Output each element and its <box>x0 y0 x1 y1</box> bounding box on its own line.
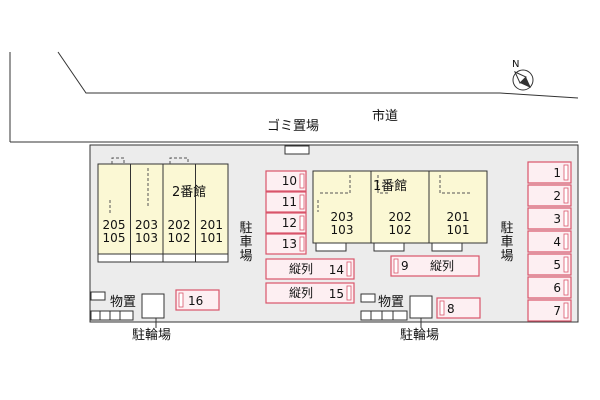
slot-16-num: 16 <box>188 294 204 308</box>
parking-slot-13 <box>265 233 307 255</box>
slot-5-num: 5 <box>553 258 561 272</box>
parking-slot-15 <box>265 282 355 304</box>
parking-marker <box>346 261 352 277</box>
parking-slot-8 <box>436 297 481 319</box>
parking-marker <box>299 194 305 210</box>
unit-number: 103 <box>330 223 354 237</box>
slot-8-num: 8 <box>447 302 455 316</box>
unit-number: 202 <box>167 218 191 232</box>
parking-marker <box>299 236 305 252</box>
tandem-label: 縦列 <box>289 286 314 300</box>
parking-slot-10 <box>265 170 307 192</box>
garbage-label: ゴミ置場 <box>267 119 320 134</box>
parking-marker <box>563 210 569 227</box>
parking-slot-1 <box>527 161 572 184</box>
unit-number: 101 <box>200 231 223 245</box>
city-road <box>9 51 579 143</box>
unit-number: 105 <box>102 231 126 245</box>
parking-marker <box>563 233 569 250</box>
slot-11-num: 11 <box>281 195 297 209</box>
unit-number: 101 <box>446 223 470 237</box>
parking-slot-9 <box>390 255 480 277</box>
building-2 <box>97 157 229 263</box>
unit-number: 202 <box>388 210 412 224</box>
bike-right-label: 駐輪場 <box>400 328 440 343</box>
parking-slot-16 <box>175 289 220 311</box>
parking-slot-6 <box>527 276 572 299</box>
unit-number: 201 <box>446 210 470 224</box>
parking-marker <box>563 187 569 204</box>
slot-14-num: 14 <box>328 263 344 277</box>
unit-number: 203 <box>135 218 158 232</box>
parking-marker <box>299 173 305 189</box>
bike-left-label: 駐輪場 <box>132 328 172 343</box>
parking-tandem <box>265 258 355 304</box>
slot-9-num: 9 <box>401 259 409 273</box>
storage-right <box>360 293 433 321</box>
parking-slot-12 <box>265 212 307 234</box>
unit-number: 203 <box>330 210 354 224</box>
slot-7-num: 7 <box>553 304 561 318</box>
parking-marker <box>346 285 352 301</box>
parking-slot-3 <box>527 207 572 230</box>
storage-left <box>90 291 165 321</box>
garbage-area <box>284 145 310 155</box>
parking-left-column <box>265 170 307 255</box>
unit-number: 205 <box>102 218 126 232</box>
unit-number: 102 <box>167 231 191 245</box>
slot-1-num: 1 <box>553 166 561 180</box>
unit-number: 103 <box>135 231 158 245</box>
parking-right-label: 駐車場 <box>500 221 514 264</box>
storage-left-label: 物置 <box>110 295 137 310</box>
parking-marker <box>563 279 569 296</box>
building-1-label: 1番館 <box>373 179 408 194</box>
parking-slot-11 <box>265 191 307 213</box>
parking-marker <box>563 256 569 273</box>
slot-12-num: 12 <box>281 216 297 230</box>
parking-right-column <box>527 161 572 322</box>
storage-right-label: 物置 <box>378 295 405 310</box>
slot-9-label: 縦列 <box>430 259 455 273</box>
slot-10-num: 10 <box>281 174 297 188</box>
parking-marker <box>563 302 569 319</box>
unit-number: 201 <box>200 218 223 232</box>
slot-13-num: 13 <box>281 237 297 251</box>
building-1 <box>312 170 488 252</box>
parking-marker <box>299 215 305 231</box>
parking-slot-7 <box>527 299 572 322</box>
parking-slot-5 <box>527 253 572 276</box>
slot-2-num: 2 <box>553 189 561 203</box>
slot-4-num: 4 <box>553 235 561 249</box>
parking-marker <box>563 164 569 181</box>
compass-letter: N <box>512 59 520 70</box>
parking-slot-2 <box>527 184 572 207</box>
slot-3-num: 3 <box>553 212 561 226</box>
parking-slot-4 <box>527 230 572 253</box>
north-compass-icon <box>512 69 534 91</box>
building-2-label: 2番館 <box>172 185 207 200</box>
slot-6-num: 6 <box>553 281 561 295</box>
city-road-label: 市道 <box>372 109 399 124</box>
tandem-label: 縦列 <box>289 262 314 276</box>
parking-slot-14 <box>265 258 355 280</box>
unit-number: 102 <box>388 223 412 237</box>
slot-15-num: 15 <box>328 287 344 301</box>
parking-left-label: 駐車場 <box>239 221 253 264</box>
